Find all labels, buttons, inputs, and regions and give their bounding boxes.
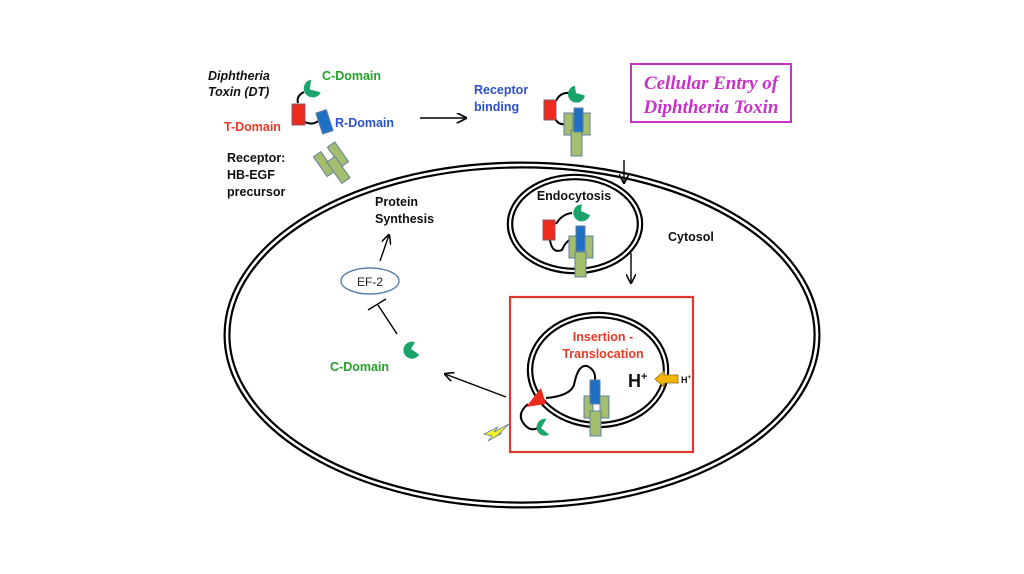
toxin-free: Diphtheria Toxin (DT) C-Domain T-Domain … [208,69,394,135]
r-domain-icon [575,225,586,252]
r-domain-icon [573,107,584,133]
receptor-part [589,410,602,437]
receptor-label-line2: HB-EGF [227,168,275,182]
t-domain-label: T-Domain [224,120,281,134]
title-box: Cellular Entry of Diphtheria Toxin [630,63,792,123]
insertion-label-line2: Translocation [562,347,643,361]
t-domain-icon [291,103,306,126]
title-line-1: Cellular Entry of [644,73,780,94]
receptor-part [563,112,574,136]
r-domain-icon [589,379,601,405]
linker [296,91,305,104]
c-domain-icon [536,418,550,436]
proton-influx-arrow-icon [654,370,679,388]
receptor-part [599,395,610,419]
receptor-label-line1: Receptor: [227,151,285,165]
ef2-label: EF-2 [357,275,383,289]
cell-membrane [223,161,821,509]
receptor-part [574,251,587,278]
receptor-part [570,129,583,157]
receptor-hb-egf [312,141,351,185]
arrow-to-protein-synthesis [379,235,389,262]
c-domain-free-label: C-Domain [330,360,389,374]
protein-synthesis-line2: Synthesis [375,212,434,226]
r-domain-icon [315,109,334,135]
c-domain-icon [573,204,590,222]
t-domain-inserted-icon [526,388,546,407]
c-domain-icon [567,85,585,103]
r-domain-label: R-Domain [335,116,394,130]
toxin-translocating [519,364,610,437]
toxin-bound-receptor [543,85,591,157]
lightning-cleavage-icon [482,423,510,442]
cytosol-label: Cytosol [668,230,714,244]
toxin-label-line2: Toxin (DT) [208,85,269,99]
proton-label-small: H+ [681,375,692,385]
receptor-label-line3: precursor [227,185,285,199]
t-domain-icon [543,99,557,121]
endocytosis-label: Endocytosis [537,189,611,203]
protein-synthesis-line1: Protein [375,195,418,209]
toxin-label-line1: Diphtheria [208,69,270,83]
inhibition-bar [367,298,387,311]
insertion-label-line1: Insertion - [573,330,633,344]
receptor-binding-line2: binding [474,100,519,114]
title-line-2: Diphtheria Toxin [643,97,779,118]
proton-label-large: H+ [628,371,647,391]
c-domain-label-top: C-Domain [322,69,381,83]
c-domain-free-icon [403,341,420,359]
receptor-binding-line1: Receptor [474,83,528,97]
inhibition-line [377,304,398,335]
c-domain-icon [303,79,321,98]
t-domain-icon [542,219,556,241]
arrow-to-free-c-domain [445,374,507,398]
toxin-in-endosome [542,204,594,278]
insertion-highlight-box [508,295,695,454]
receptor-part [583,395,594,419]
ef2-node [340,267,400,295]
